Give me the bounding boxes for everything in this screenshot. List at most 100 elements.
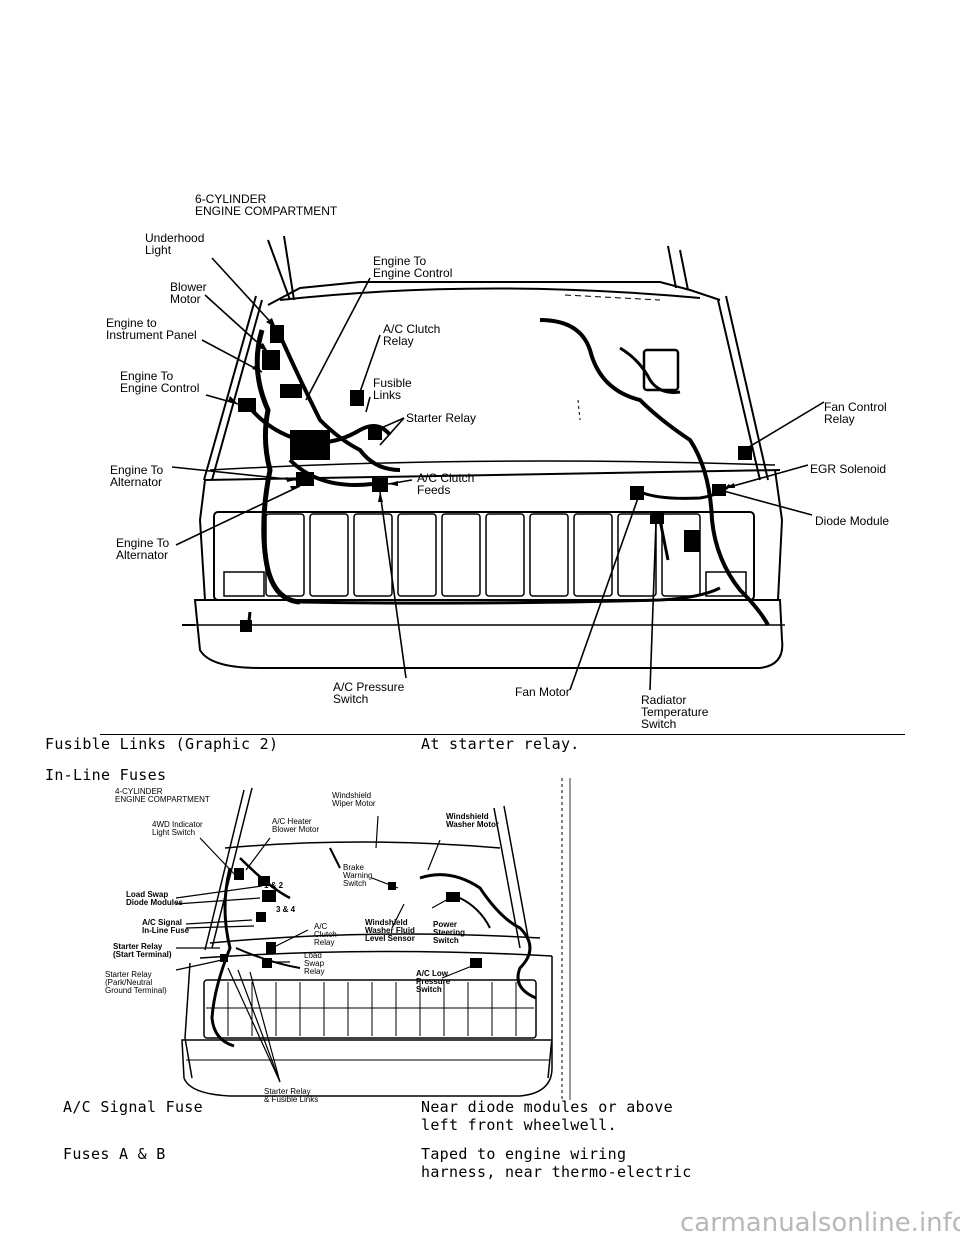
label-ac-clutch-relay: A/C Clutch Relay: [383, 323, 440, 347]
label-line: Windshield: [446, 812, 489, 821]
label-fan-motor: Fan Motor: [515, 686, 570, 698]
label-line: (Park/Neutral: [105, 978, 153, 987]
label-line: Swap: [304, 959, 325, 968]
label-line: Blower Motor: [272, 825, 320, 834]
label-line: Fan Motor: [515, 685, 570, 699]
label-line: & Fusible Links: [264, 1095, 319, 1104]
label-line: Engine Control: [120, 381, 200, 395]
label-line: Relay: [314, 938, 335, 947]
label-starter-relay-fusible-links: Starter Relay: [264, 1088, 311, 1096]
label-line: A/C Clutch: [417, 471, 475, 485]
label-line: Starter Relay: [113, 942, 163, 951]
heading-line-1: 6-CYLINDER: [195, 192, 267, 206]
cell-component: Fuses A & B: [63, 1145, 166, 1163]
label-ac-heater-blower: A/C Heater Blower Motor: [272, 818, 319, 834]
label-fusible-links: Fusible Links: [373, 377, 412, 401]
label-line: Temperature: [641, 705, 709, 719]
label-line: Warning: [343, 871, 373, 880]
cell-component: A/C Signal Fuse: [63, 1098, 203, 1116]
label-line: Diode Module: [815, 514, 890, 528]
figure-6-cylinder: 6-CYLINDER ENGINE COMPARTMENT Underhood …: [106, 192, 889, 731]
label-diode-3-4: 3 & 4: [276, 906, 295, 914]
label-4-cylinder-heading: 4-CYLINDER ENGINE COMPARTMENT: [115, 788, 210, 804]
label-line: Engine Control: [373, 266, 453, 280]
watermark-text: carmanualsonline.info: [680, 1208, 960, 1238]
label-engine-to-alternator-2: Engine To Alternator: [116, 537, 169, 561]
label-engine-to-alternator-1: Engine To Alternator: [110, 464, 163, 488]
row-fusible-links-location: Fusible Links (Graphic 2): [45, 735, 278, 753]
table-rule: [100, 734, 905, 735]
label-line: A/C: [314, 922, 328, 931]
figure-4-cylinder-drawing: [175, 778, 571, 1100]
label-line: Ground Terminal): [105, 986, 167, 995]
label-line: Starter Relay: [105, 970, 152, 979]
figure-6-cylinder-drawing: [171, 235, 825, 691]
label-line: Engine to: [106, 316, 157, 330]
label-line: Instrument Panel: [106, 328, 197, 342]
label-windshield-wiper-motor: Windshield Wiper Motor: [332, 792, 376, 808]
label-line: Engine To: [373, 254, 427, 268]
label-line: Load Swap: [126, 890, 169, 899]
heading-line-1: 4-CYLINDER: [115, 787, 163, 796]
label-load-swap-diode: Load Swap Diode Modules: [126, 891, 183, 907]
label-engine-to-engine-control-top: Engine To Engine Control: [373, 255, 452, 279]
label-ac-signal-fuse: A/C Signal In-Line Fuse: [142, 919, 189, 935]
cell-component: Fusible Links (Graphic 2): [45, 735, 279, 753]
label-starter-relay-ground: Starter Relay (Park/Neutral Ground Termi…: [105, 971, 167, 995]
row-fusible-links-location-value: At starter relay.: [421, 735, 580, 753]
label-4wd-indicator: 4WD Indicator Light Switch: [152, 821, 203, 837]
label-line: Relay: [824, 412, 855, 426]
label-line: Switch: [641, 717, 677, 731]
label-fan-control-relay: Fan Control Relay: [824, 401, 887, 425]
label-line: Fusible: [373, 376, 412, 390]
label-line: (Start Terminal): [113, 950, 172, 959]
label-line: Links: [373, 388, 402, 402]
label-ac-low-pressure: A/C Low Pressure Switch: [416, 970, 450, 994]
label-line: Engine To: [110, 463, 164, 477]
label-line: Starter Relay: [264, 1087, 311, 1096]
label-line: Wiper Motor: [332, 799, 376, 808]
label-starter-relay-fusible-links-2: & Fusible Links: [264, 1096, 318, 1104]
label-line: Clutch: [314, 930, 337, 939]
heading-line-2: ENGINE COMPARTMENT: [115, 795, 210, 804]
label-line: Level Sensor: [365, 934, 415, 943]
label-ac-pressure-switch: A/C Pressure Switch: [333, 681, 404, 705]
label-line: Relay: [383, 334, 414, 348]
label-line: Load: [304, 951, 322, 960]
label-line: Switch: [343, 879, 367, 888]
label-line: A/C Low: [416, 969, 448, 978]
label-line: Washer Motor: [446, 820, 500, 829]
label-line: Engine To: [120, 369, 174, 383]
label-line: Switch: [433, 936, 459, 945]
label-brake-warning-switch: Brake Warning Switch: [343, 864, 373, 888]
label-egr-solenoid: EGR Solenoid: [810, 463, 886, 475]
row-fuses-a-b: Fuses A & B: [63, 1145, 166, 1163]
row-ac-signal-fuse-location: Near diode modules or above left front w…: [421, 1098, 673, 1134]
label-line: Radiator: [641, 693, 687, 707]
label-line: In-Line Fuse: [142, 926, 190, 935]
label-line: A/C Clutch: [383, 322, 441, 336]
label-diode-module: Diode Module: [815, 515, 889, 527]
heading-line-2: ENGINE COMPARTMENT: [195, 204, 338, 218]
label-line: Starter Relay: [406, 411, 477, 425]
label-line: Washer Fluid: [365, 926, 415, 935]
label-line: Windshield: [332, 791, 372, 800]
cell-location-line-1: Near diode modules or above: [421, 1098, 673, 1116]
label-line: 3 & 4: [276, 905, 296, 914]
label-line: Diode Modules: [126, 898, 183, 907]
label-washer-fluid-sensor: Windshield Washer Fluid Level Sensor: [365, 919, 415, 943]
label-line: Windshield: [365, 918, 408, 927]
label-line: Switch: [333, 692, 369, 706]
label-line: Relay: [304, 967, 325, 976]
label-line: Power: [433, 920, 458, 929]
label-ac-clutch-relay-4cyl: A/C Clutch Relay: [314, 923, 337, 947]
label-engine-to-engine-control-left: Engine To Engine Control: [120, 370, 199, 394]
label-line: EGR Solenoid: [810, 462, 887, 476]
label-line: Steering: [433, 928, 466, 937]
label-line: Pressure: [416, 977, 451, 986]
cell-location: At starter relay.: [421, 735, 580, 753]
watermark: carmanualsonline.info: [680, 1208, 960, 1238]
label-engine-to-instrument-panel: Engine to Instrument Panel: [106, 317, 197, 341]
label-line: Light: [145, 243, 172, 257]
label-line: Light Switch: [152, 828, 196, 837]
